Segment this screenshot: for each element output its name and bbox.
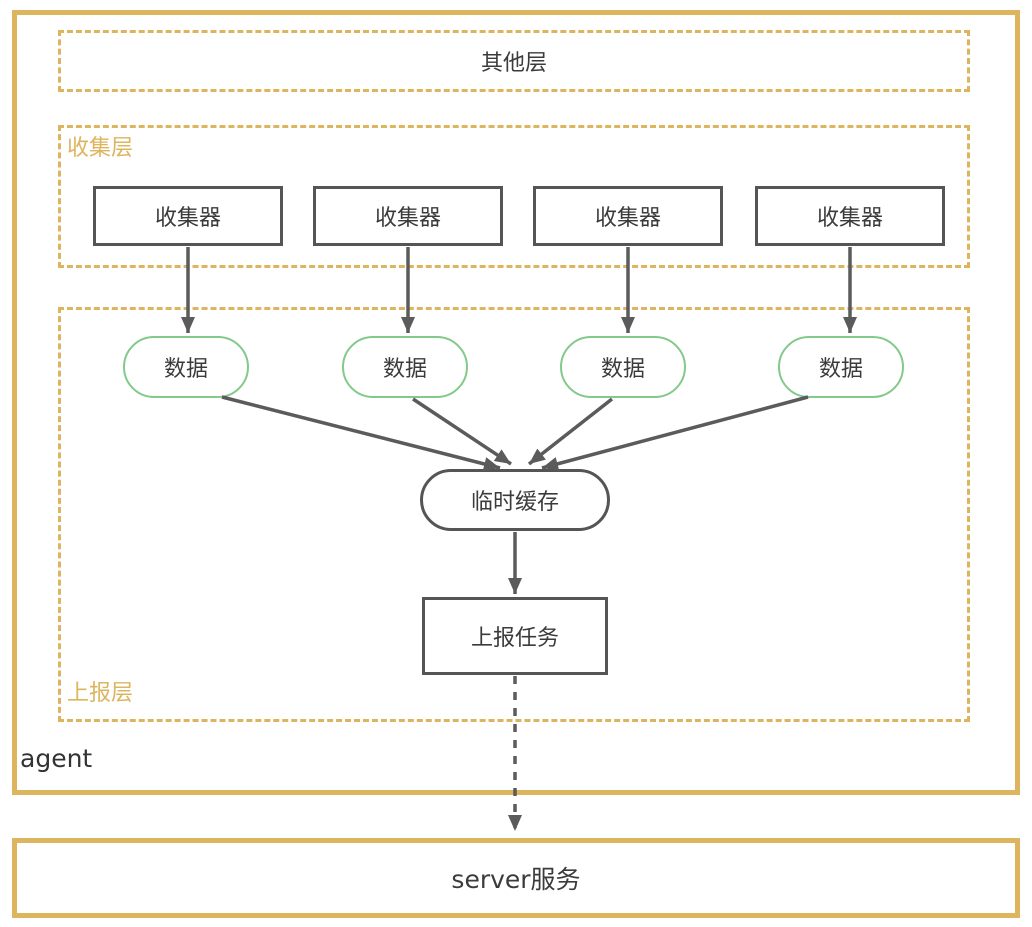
collector-label-1: 收集器 [154,206,221,231]
collector-box-2: 收集器 [313,186,503,246]
collector-box-1: 收集器 [93,186,283,246]
task-box: 上报任务 [422,597,608,675]
data-node-1: 数据 [123,336,249,398]
layer-other: 其他层 [58,30,970,92]
collector-label-4: 收集器 [816,206,883,231]
collector-box-4: 收集器 [755,186,945,246]
server-box: server服务 [12,838,1020,918]
collector-label-2: 收集器 [374,206,441,231]
layer-report-label: 上报层 [67,681,134,706]
collector-box-3: 收集器 [533,186,723,246]
server-label: server服务 [451,865,581,894]
cache-node: 临时缓存 [420,469,610,531]
collector-label-3: 收集器 [594,206,661,231]
data-label-4: 数据 [818,357,863,382]
data-label-1: 数据 [163,357,208,382]
cache-label: 临时缓存 [470,490,559,515]
layer-collect-label: 收集层 [67,136,134,161]
data-node-2: 数据 [342,336,468,398]
task-label: 上报任务 [470,626,559,651]
layer-other-label: 其他层 [480,51,547,76]
data-label-2: 数据 [382,357,427,382]
data-label-3: 数据 [600,357,645,382]
data-node-3: 数据 [560,336,686,398]
layer-collect: 收集层 [58,125,970,268]
data-node-4: 数据 [778,336,904,398]
agent-label: agent [20,744,93,773]
